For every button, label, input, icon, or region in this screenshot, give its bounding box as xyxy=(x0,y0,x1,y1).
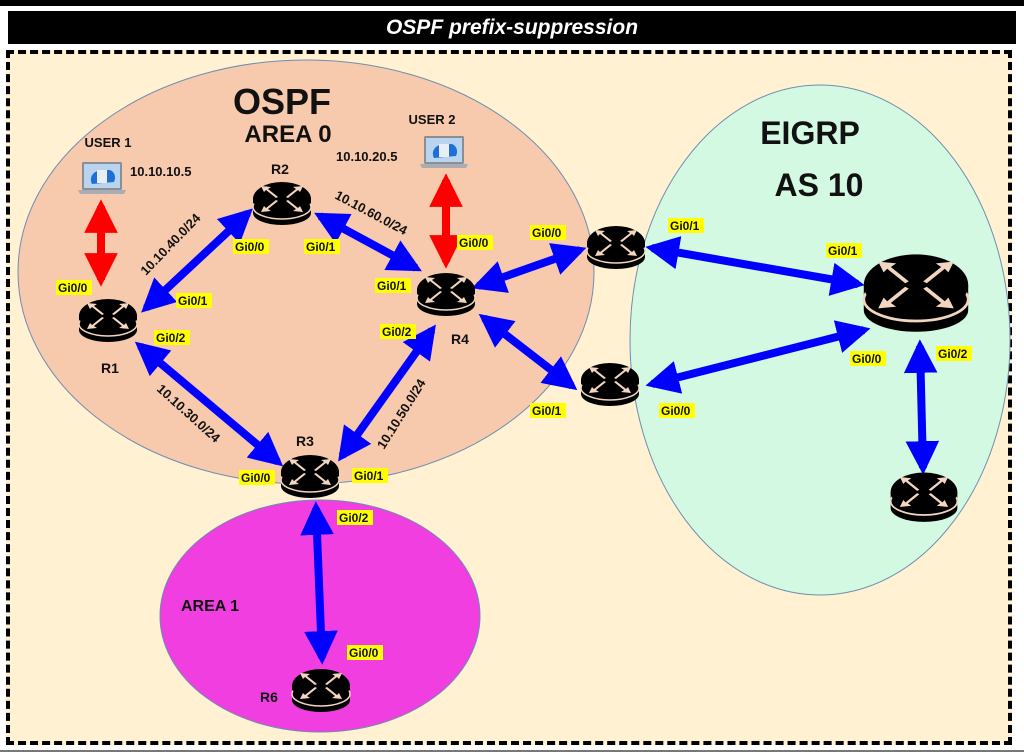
if-r2-gi01: Gi0/1 xyxy=(304,239,340,254)
svg-text:Gi0/1: Gi0/1 xyxy=(377,279,407,293)
area1-title: AREA 1 xyxy=(181,598,239,615)
diagram-title: OSPF prefix-suppression xyxy=(8,11,1016,44)
eigrp-title: EIGRP xyxy=(760,115,860,151)
top-border xyxy=(0,0,1024,6)
user2-laptop[interactable] xyxy=(420,136,468,168)
if-r4-gi02: Gi0/2 xyxy=(380,324,416,339)
user2-name: USER 2 xyxy=(409,112,456,127)
ospf-title: OSPF xyxy=(233,81,331,122)
if-r3-gi01: Gi0/1 xyxy=(352,468,388,483)
if-r6-gi00: Gi0/0 xyxy=(347,645,383,660)
r2-label: R2 xyxy=(271,161,289,177)
svg-text:Gi0/1: Gi0/1 xyxy=(828,244,858,258)
router-r6[interactable] xyxy=(291,668,351,713)
eigrp-as-title: AS 10 xyxy=(775,167,864,203)
if-r1-gi01: Gi0/1 xyxy=(176,293,212,308)
link-e2-e3 xyxy=(645,320,871,394)
r6-label: R6 xyxy=(260,689,278,705)
router-r3[interactable] xyxy=(280,454,340,499)
svg-text:Gi0/1: Gi0/1 xyxy=(354,469,384,483)
svg-text:Gi0/2: Gi0/2 xyxy=(339,511,369,525)
if-e3-gi02: Gi0/2 xyxy=(936,346,972,361)
svg-text:Gi0/2: Gi0/2 xyxy=(382,325,412,339)
if-e3-gi01: Gi0/1 xyxy=(826,243,862,258)
svg-text:Gi0/2: Gi0/2 xyxy=(938,347,968,361)
svg-text:Gi0/0: Gi0/0 xyxy=(235,240,265,254)
svg-text:Gi0/0: Gi0/0 xyxy=(532,226,562,240)
svg-text:Gi0/1: Gi0/1 xyxy=(306,240,336,254)
user1-name: USER 1 xyxy=(85,135,132,150)
r1-label: R1 xyxy=(101,360,119,376)
router-eigrp-4[interactable] xyxy=(889,471,959,523)
if-e1-gi00: Gi0/0 xyxy=(530,225,566,240)
link-r2-r4 xyxy=(314,212,422,272)
area0-title: AREA 0 xyxy=(244,121,331,148)
if-e2-gi01: Gi0/1 xyxy=(530,403,566,418)
svg-text:Gi0/0: Gi0/0 xyxy=(459,236,489,250)
if-r4-gi00: Gi0/0 xyxy=(457,235,493,250)
laptop-icon xyxy=(420,136,468,168)
router-eigrp-1[interactable] xyxy=(586,225,646,270)
link-e1-e3 xyxy=(645,236,865,296)
link-r4-e1 xyxy=(471,243,587,293)
if-r2-gi00: Gi0/0 xyxy=(233,239,269,254)
svg-text:Gi0/1: Gi0/1 xyxy=(532,404,562,418)
router-eigrp-2[interactable] xyxy=(580,362,640,407)
svg-text:Gi0/0: Gi0/0 xyxy=(661,404,691,418)
svg-text:Gi0/1: Gi0/1 xyxy=(670,219,700,233)
r4-label: R4 xyxy=(451,331,469,347)
router-icon xyxy=(889,471,959,523)
link-r3-r6 xyxy=(300,501,338,665)
svg-text:Gi0/0: Gi0/0 xyxy=(241,471,271,485)
router-icon xyxy=(416,272,476,317)
svg-text:Gi0/0: Gi0/0 xyxy=(349,646,379,660)
link-r4-e2 xyxy=(478,313,578,391)
if-e3-gi00: Gi0/0 xyxy=(850,351,886,366)
if-r3-gi02: Gi0/2 xyxy=(337,510,373,525)
router-icon xyxy=(280,454,340,499)
link-r1-r3 xyxy=(134,341,284,467)
if-r1-gi02: Gi0/2 xyxy=(154,330,190,345)
if-r4-gi01: Gi0/1 xyxy=(375,278,411,293)
bottom-border xyxy=(0,750,1024,752)
r3-label: R3 xyxy=(296,433,314,449)
router-icon xyxy=(586,225,646,270)
svg-text:Gi0/0: Gi0/0 xyxy=(852,352,882,366)
router-r1[interactable] xyxy=(78,298,138,343)
router-icon xyxy=(78,298,138,343)
laptop-icon xyxy=(78,162,126,194)
router-eigrp-core[interactable] xyxy=(862,253,970,334)
svg-text:Gi0/1: Gi0/1 xyxy=(178,294,208,308)
user1-ip: 10.10.10.5 xyxy=(130,164,191,179)
router-r2[interactable] xyxy=(252,181,312,226)
router-r4[interactable] xyxy=(416,272,476,317)
router-icon xyxy=(252,181,312,226)
link-r3-r4 xyxy=(338,324,436,462)
link-r1-r2 xyxy=(141,208,253,313)
router-icon xyxy=(580,362,640,407)
if-r1-gi00: Gi0/0 xyxy=(56,280,92,295)
user2-ip: 10.10.20.5 xyxy=(336,149,397,164)
svg-text:Gi0/0: Gi0/0 xyxy=(58,281,88,295)
if-e2-gi00: Gi0/0 xyxy=(659,403,695,418)
svg-text:Gi0/2: Gi0/2 xyxy=(156,331,186,345)
link-e3-e4 xyxy=(903,339,940,475)
router-icon xyxy=(862,253,970,334)
router-icon xyxy=(291,668,351,713)
if-r3-gi00: Gi0/0 xyxy=(239,470,275,485)
if-e1-gi01: Gi0/1 xyxy=(668,218,704,233)
user1-laptop[interactable] xyxy=(78,162,126,194)
